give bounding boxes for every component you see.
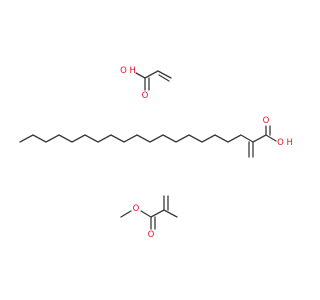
carbonyl-oxygen-label: O: [263, 116, 270, 126]
bond-carbon-alpha: [144, 70, 159, 79]
bond-methyl-oxygen: [120, 210, 132, 218]
ester-oxygen-label: O: [133, 204, 140, 214]
hydroxyl-label: O H: [120, 66, 136, 76]
alkyl-chain: [19, 134, 254, 143]
carbonyl-oxygen-label: O: [142, 91, 149, 101]
bond-alpha-carboxyl: [252, 134, 267, 143]
carbonyl-oxygen-label: O: [148, 230, 155, 240]
long-chain-acid-molecule: O O H: [19, 116, 293, 158]
methyl-methacrylate-molecule: O O: [120, 195, 178, 240]
bond-oh-carbon: [135, 72, 146, 79]
acrylic-acid-molecule: O H O: [120, 66, 172, 101]
hydroxyl-label: O H: [277, 138, 293, 148]
bond-oh: [265, 134, 277, 142]
bond-oxygen-carbonyl: [140, 210, 152, 218]
bond-methyl: [163, 209, 178, 218]
structure-canvas: O H O O O H O O: [19, 66, 293, 240]
bond-vinyl: [157, 70, 172, 79]
bond-vinyl-double: [158, 74, 170, 82]
chemical-structure-drawing: O H O O O H O O: [19, 66, 293, 240]
bond-carbon-alpha: [150, 209, 165, 218]
